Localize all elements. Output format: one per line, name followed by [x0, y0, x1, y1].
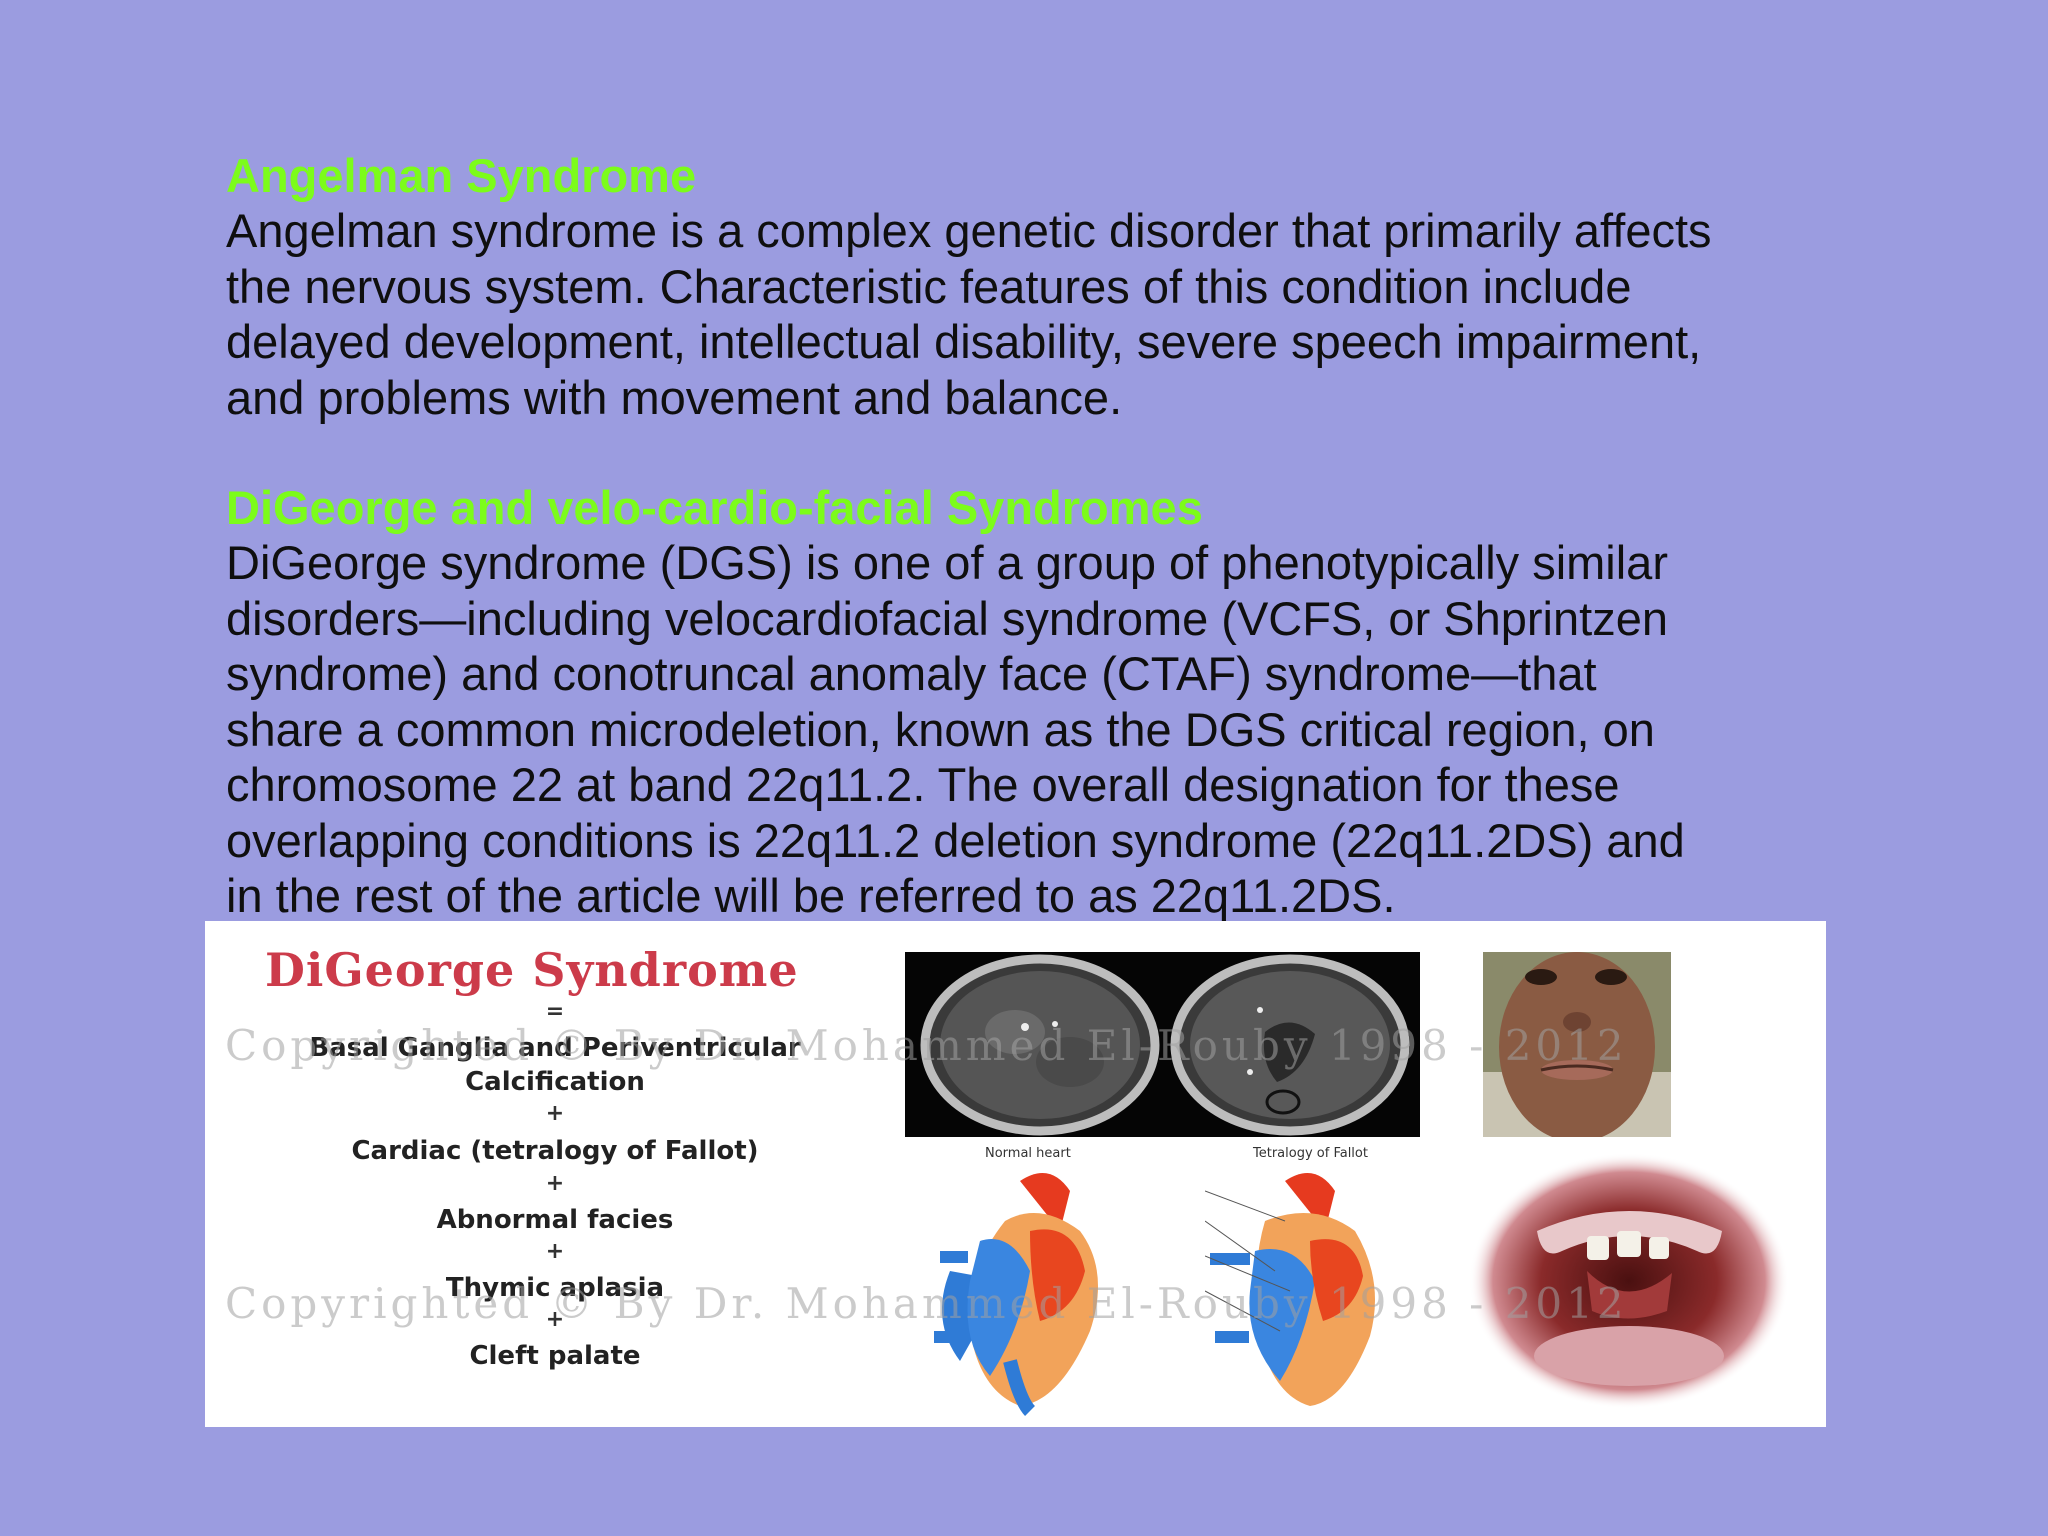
heart-diagram-tetralogy	[1204, 1161, 1465, 1416]
figure-feature-list: DiGeorge Syndrome = Basal Ganglia and Pe…	[205, 921, 905, 1427]
angelman-line-1: Angelman syndrome is a complex genetic d…	[226, 204, 1712, 257]
plus-sign: +	[545, 1307, 565, 1332]
ct-scan-image	[905, 952, 1420, 1137]
angelman-line-3: delayed development, intellectual disabi…	[226, 315, 1702, 368]
feature-thymic-aplasia: Thymic aplasia	[445, 1273, 665, 1303]
angelman-line-2: the nervous system. Characteristic featu…	[226, 259, 1632, 313]
feature-basal-ganglia: Basal Ganglia and Periventricular	[309, 1033, 801, 1063]
section-spacer	[226, 425, 1866, 480]
digeorge-line-5: chromosome 22 at band 22q11.2. The overa…	[226, 758, 1620, 811]
section-heading-angelman: Angelman Syndrome	[226, 149, 697, 202]
plus-sign: +	[545, 1171, 565, 1196]
feature-calcification: Calcification	[465, 1067, 645, 1097]
digeorge-line-1: DiGeorge syndrome (DGS) is one of a grou…	[226, 536, 1668, 589]
heart-diagram-normal	[910, 1161, 1180, 1416]
cleft-palate-photo	[1467, 1151, 1792, 1411]
digeorge-line-2: disorders—including velocardiofacial syn…	[226, 591, 1668, 645]
digeorge-figure: DiGeorge Syndrome = Basal Ganglia and Pe…	[205, 921, 1826, 1427]
angelman-line-4: and problems with movement and balance.	[226, 370, 1123, 424]
digeorge-line-7: in the rest of the article will be refer…	[226, 869, 1396, 922]
figure-title: DiGeorge Syndrome	[265, 943, 799, 997]
feature-cardiac: Cardiac (tetralogy of Fallot)	[351, 1136, 759, 1166]
plus-sign: +	[545, 1239, 565, 1264]
digeorge-line-3: syndrome) and conotruncal anomaly face (…	[226, 647, 1597, 700]
label-tetralogy-of-fallot: Tetralogy of Fallot	[1253, 1146, 1368, 1161]
equals-sign: =	[545, 999, 565, 1024]
feature-abnormal-facies: Abnormal facies	[436, 1205, 674, 1235]
plus-sign: +	[545, 1101, 565, 1126]
feature-cleft-palate: Cleft palate	[469, 1341, 641, 1371]
digeorge-line-6: overlapping conditions is 22q11.2 deleti…	[226, 813, 1685, 867]
section-heading-digeorge: DiGeorge and velo-cardio-facial Syndrome…	[226, 481, 1203, 534]
label-normal-heart: Normal heart	[985, 1146, 1071, 1161]
patient-face-photo	[1483, 952, 1671, 1137]
slide-content: Angelman Syndrome Angelman syndrome is a…	[226, 148, 1866, 924]
digeorge-line-4: share a common microdeletion, known as t…	[226, 702, 1655, 756]
